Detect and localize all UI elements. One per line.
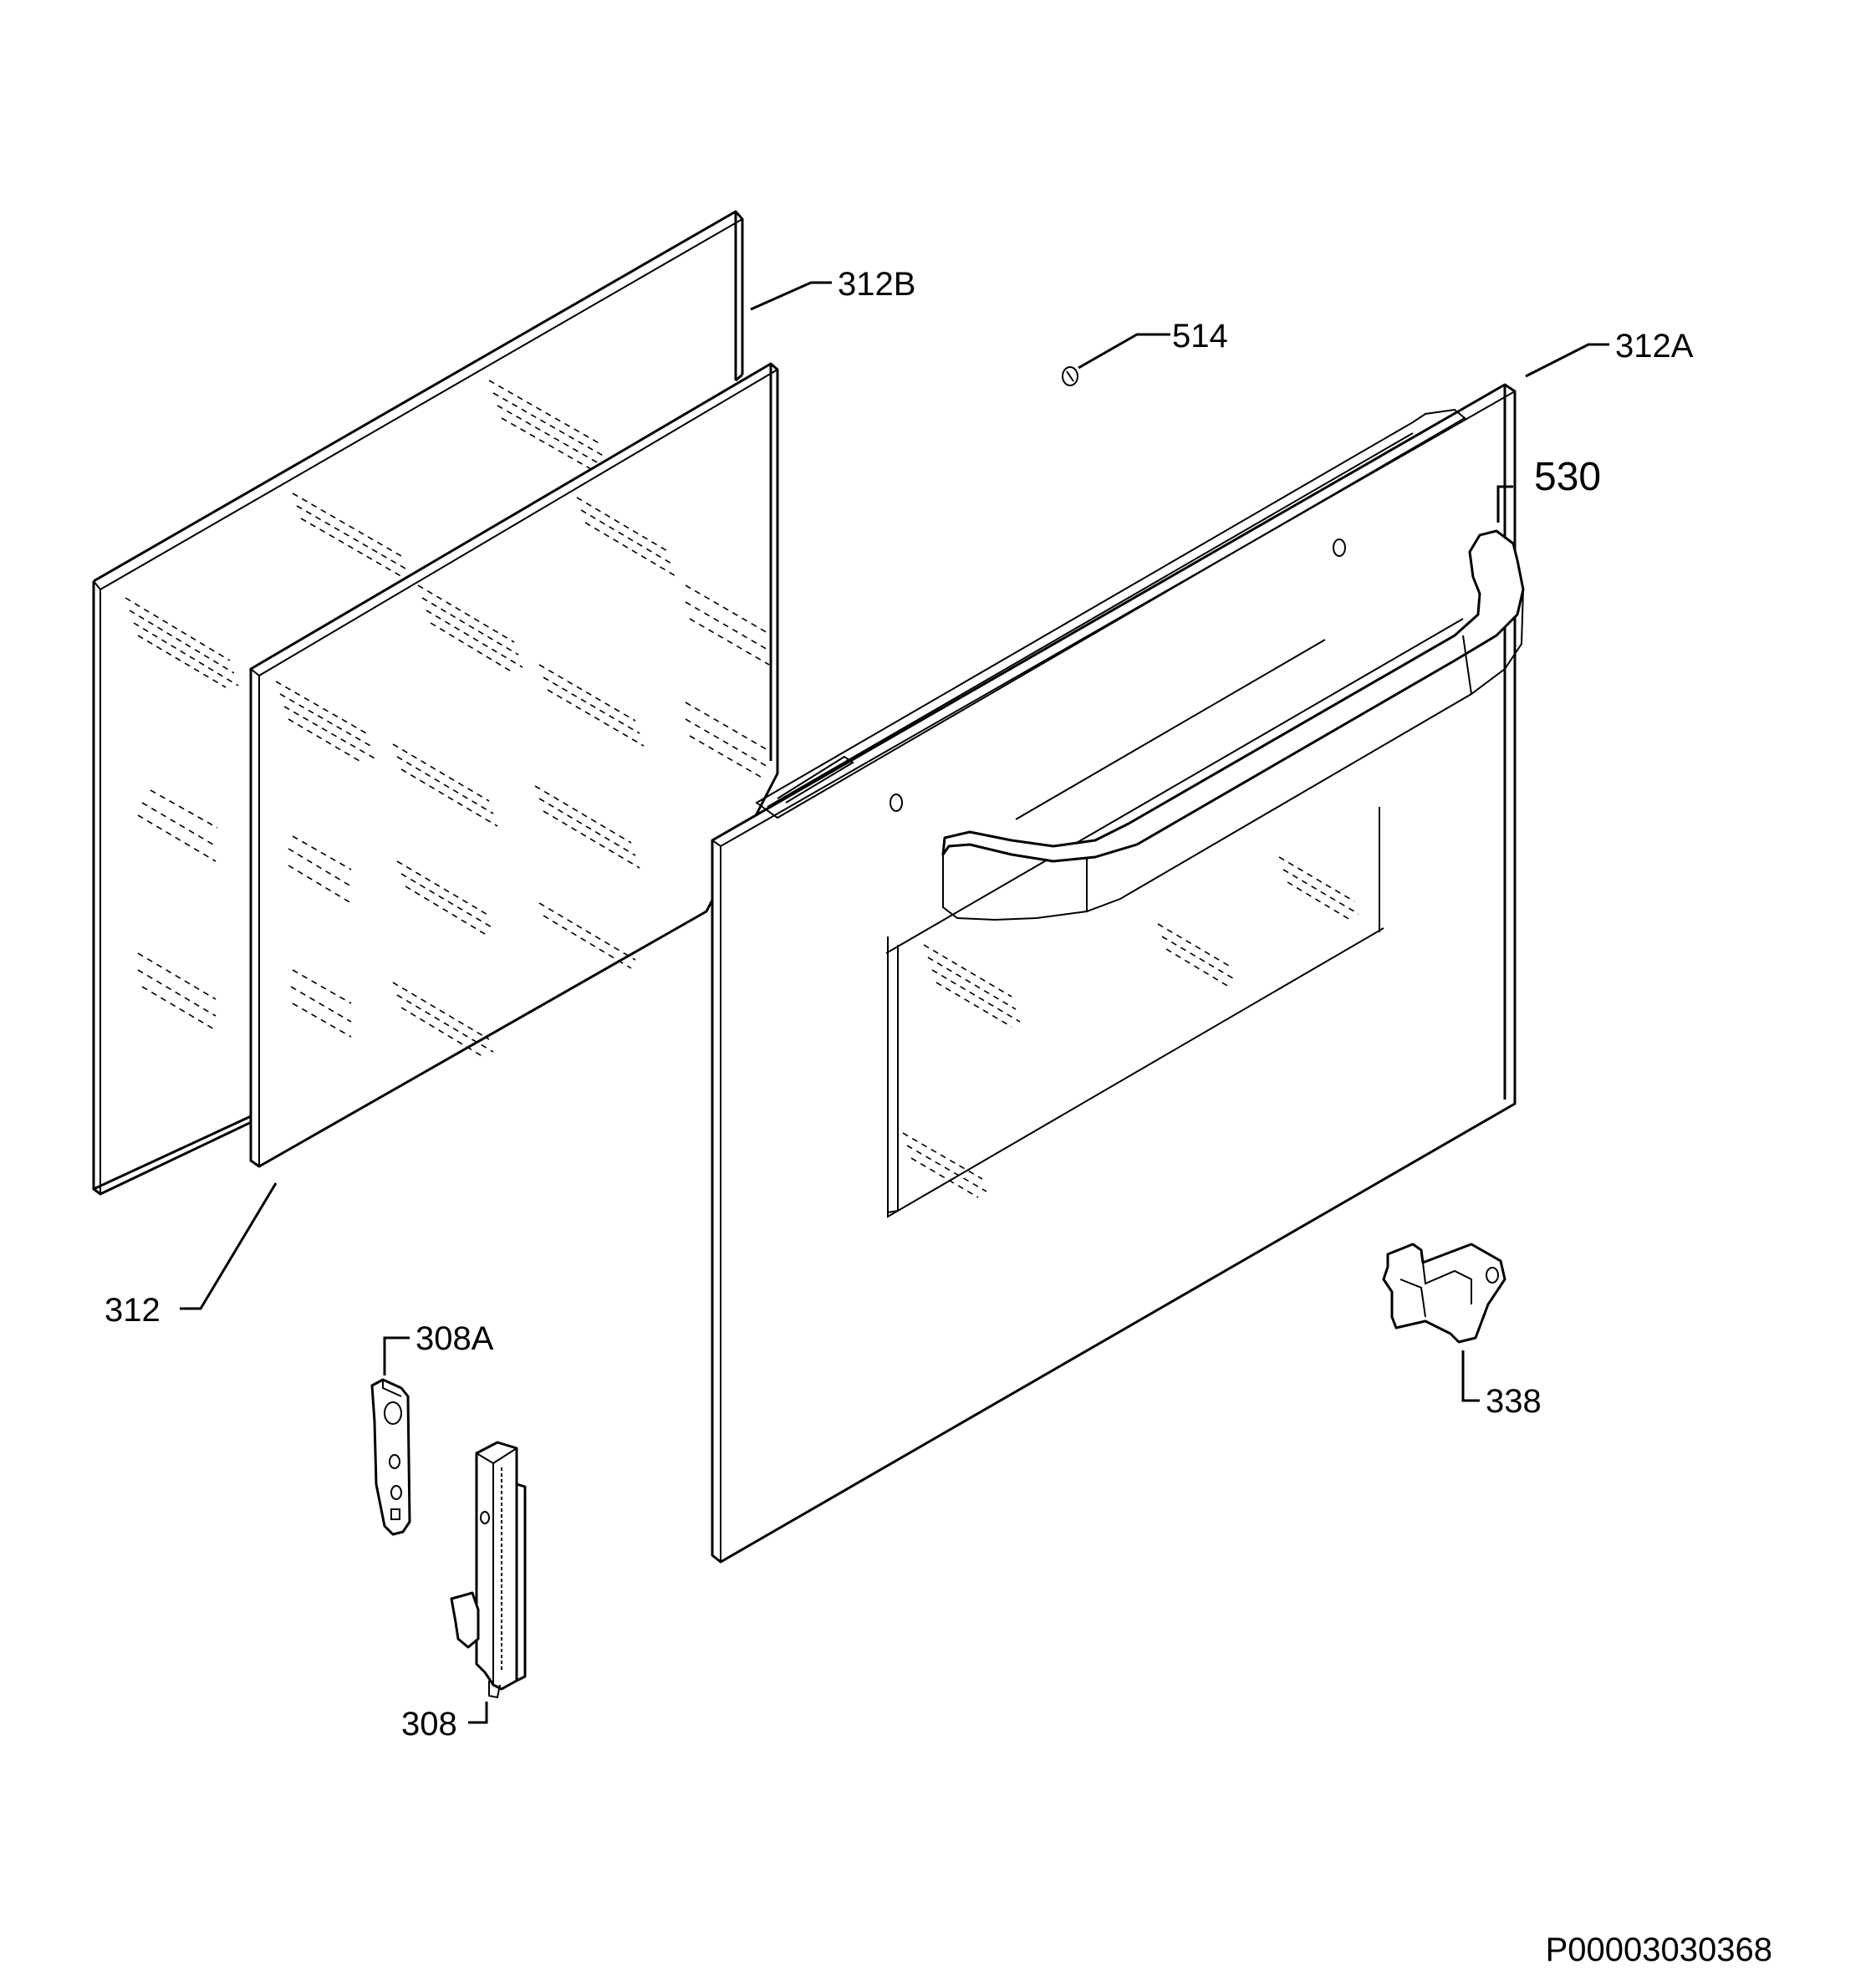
callout-308: 308 xyxy=(401,1706,457,1743)
leader-530 xyxy=(1496,485,1513,523)
callout-308A: 308A xyxy=(415,1320,494,1357)
leader-lines xyxy=(180,281,1609,1724)
panel-312-hatch xyxy=(275,497,770,1059)
callout-530: 530 xyxy=(1534,455,1601,499)
door-catch-338[interactable] xyxy=(1382,1243,1506,1344)
leader-514 xyxy=(1078,333,1170,370)
callout-338: 338 xyxy=(1486,1383,1542,1420)
hinge-bracket-308A[interactable] xyxy=(370,1378,411,1536)
callout-312: 312 xyxy=(105,1292,161,1329)
leader-312A xyxy=(1525,343,1609,378)
hinge-308[interactable] xyxy=(450,1441,527,1699)
leader-308 xyxy=(468,1702,488,1724)
callout-312B: 312B xyxy=(838,266,915,303)
door-handle-530[interactable] xyxy=(941,529,1525,921)
leader-338 xyxy=(1461,1350,1480,1402)
door-window xyxy=(887,807,1384,1218)
glass-panel-312B[interactable] xyxy=(92,210,744,1196)
callout-514: 514 xyxy=(1172,318,1228,355)
door-hole-left xyxy=(890,794,903,812)
outer-door-312A[interactable] xyxy=(711,383,1517,1564)
document-id: P00003030368 xyxy=(1546,1932,1772,1968)
leader-312 xyxy=(180,1182,278,1310)
leader-308A xyxy=(383,1336,410,1375)
screw-514[interactable] xyxy=(1062,366,1078,386)
door-window-hatch xyxy=(902,856,1359,1198)
door-hole-right xyxy=(1333,538,1346,557)
leader-312B xyxy=(750,281,832,311)
panel-312B-hatch xyxy=(125,380,615,1031)
callout-312A: 312A xyxy=(1615,328,1694,365)
